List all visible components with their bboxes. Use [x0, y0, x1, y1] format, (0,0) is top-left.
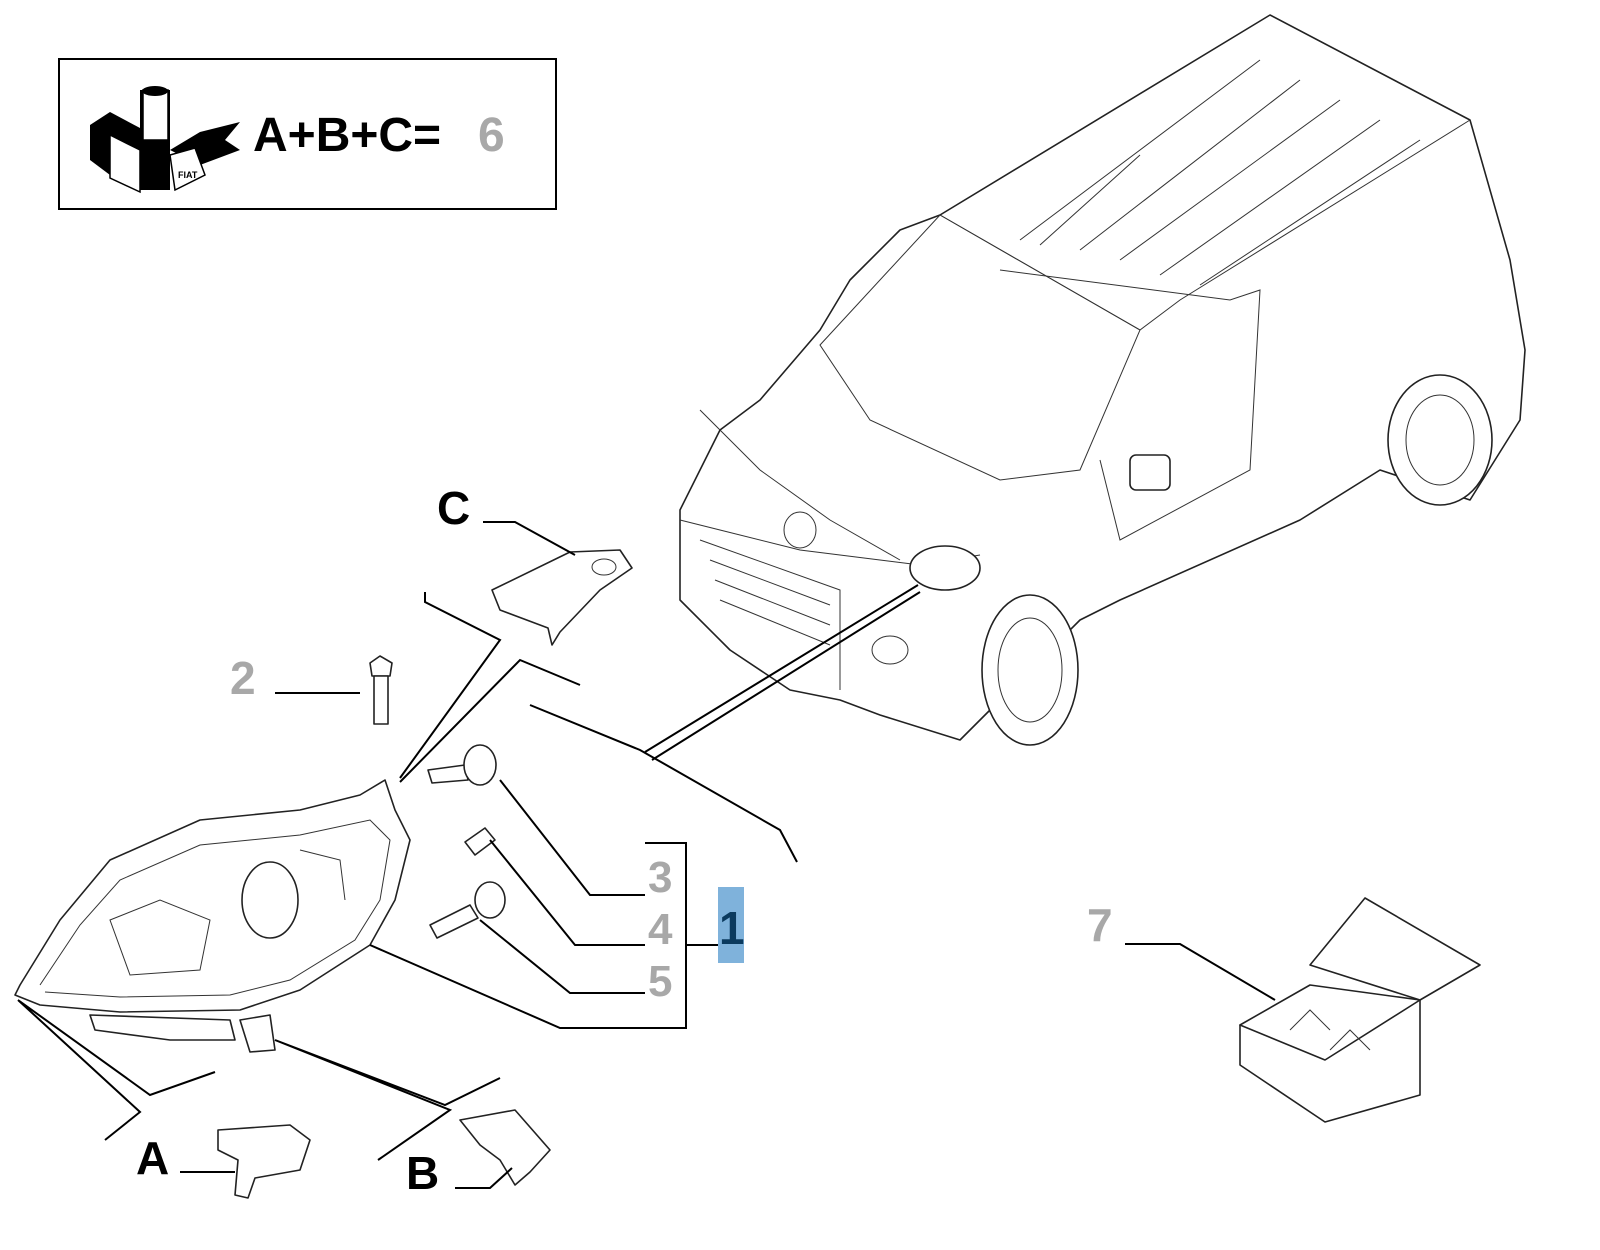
van-illustration [679, 14, 1526, 746]
logo-text: FIAT [178, 170, 198, 180]
callout-7[interactable]: 7 [1087, 899, 1113, 951]
part-7-bulb-kit-box[interactable] [1239, 897, 1481, 1123]
part-4-bulb[interactable] [464, 827, 496, 856]
callout-1[interactable]: 1 [719, 902, 745, 954]
part-2-bolt[interactable] [369, 655, 393, 725]
kit-legend-box [58, 58, 557, 210]
part-a-bracket[interactable] [217, 1124, 311, 1199]
callout-c[interactable]: C [437, 482, 471, 534]
callout-a[interactable]: A [136, 1132, 170, 1184]
callout-1-highlight[interactable] [718, 887, 744, 963]
kit-result: 6 [478, 109, 505, 162]
headlight-assembly[interactable] [14, 779, 411, 1053]
callout-4[interactable]: 4 [648, 905, 673, 954]
part-c-bracket[interactable] [491, 549, 633, 646]
callout-b[interactable]: B [406, 1147, 440, 1199]
leader-lines [17, 521, 1276, 1189]
callout-3[interactable]: 3 [648, 853, 673, 902]
part-3-bulb[interactable] [427, 744, 497, 786]
part-5-bulb[interactable] [429, 881, 506, 939]
fiat-kit-logo-icon: FIAT [90, 86, 240, 194]
callout-2[interactable]: 2 [230, 652, 256, 704]
part-b-bracket[interactable] [459, 1109, 551, 1186]
callout-5[interactable]: 5 [648, 957, 673, 1006]
kit-formula: A+B+C= [253, 109, 442, 162]
